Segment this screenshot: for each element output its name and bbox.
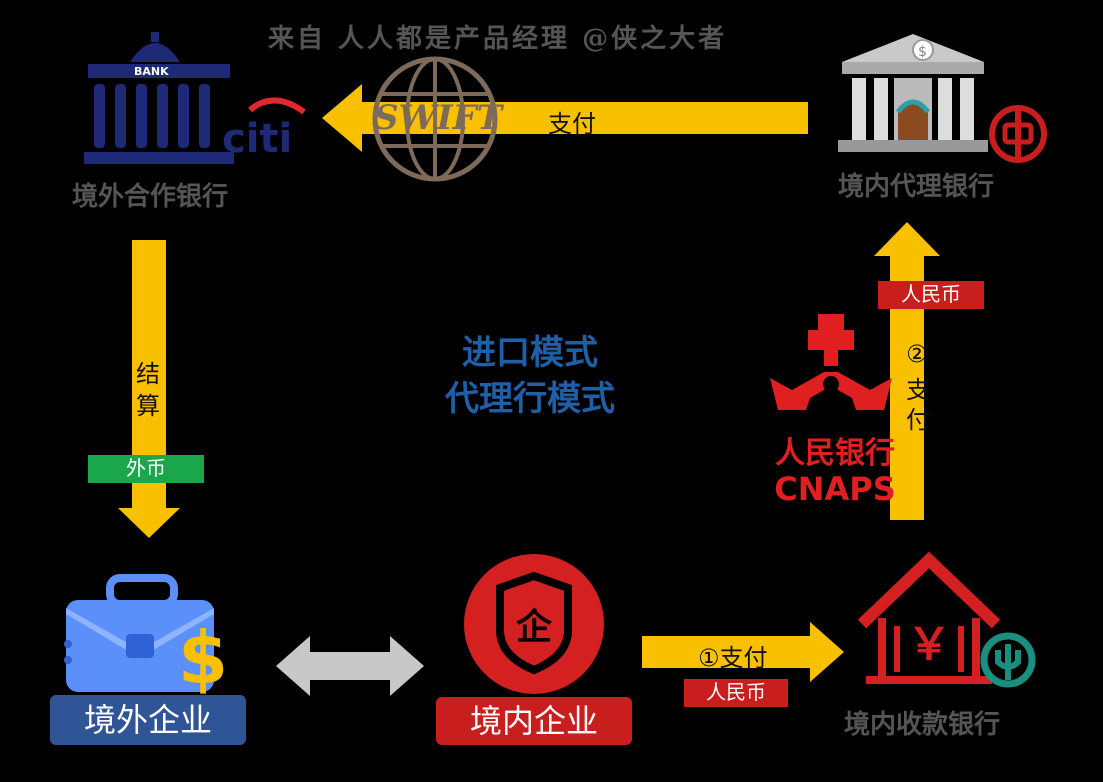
tag-foreign-currency: 外币 bbox=[88, 455, 204, 483]
arrow-right-num: ② bbox=[906, 340, 928, 368]
tag-rmb-bottom: 人民币 bbox=[684, 679, 788, 707]
tag-rmb-right: 人民币 bbox=[878, 281, 984, 309]
arrow-bottom bbox=[642, 622, 844, 682]
domestic-company-icon bbox=[462, 552, 606, 696]
arrow-left-label-2: 算 bbox=[136, 392, 160, 420]
diagram-title-line1: 进口模式 bbox=[462, 333, 598, 373]
domestic-agent-bank-label: 境内代理银行 bbox=[838, 172, 995, 202]
arrow-bottom-label: ①支付 bbox=[698, 644, 768, 672]
arrow-top bbox=[322, 84, 812, 152]
briefcase-icon bbox=[60, 574, 240, 698]
pboc-label: 人民银行 bbox=[775, 436, 895, 471]
pboc-logo-icon bbox=[766, 314, 896, 424]
domestic-company-label: 境内企业 bbox=[436, 697, 632, 745]
watermark-text: 来自 人人都是产品经理 @侠之大者 bbox=[268, 24, 728, 54]
dollar-icon: $ bbox=[178, 616, 229, 700]
bidirectional-arrow bbox=[276, 636, 424, 696]
arrow-right-label-1: 支 bbox=[906, 376, 930, 404]
domestic-receiving-bank-icon bbox=[854, 551, 1004, 692]
svg-text:BANK: BANK bbox=[134, 65, 169, 78]
diagram-title-line2: 代理行模式 bbox=[445, 379, 615, 419]
bank-of-china-logo bbox=[988, 104, 1048, 164]
overseas-bank-label: 境外合作银行 bbox=[72, 182, 229, 212]
swift-globe-icon bbox=[368, 54, 502, 184]
domestic-receiving-bank-label: 境内收款银行 bbox=[844, 710, 1001, 740]
overseas-company-label: 境外企业 bbox=[50, 695, 246, 745]
svg-text:$: $ bbox=[918, 44, 927, 60]
arrow-left-label-1: 结 bbox=[136, 360, 160, 388]
cnaps-label: CNAPS bbox=[774, 470, 896, 508]
svg-text:citi: citi bbox=[222, 116, 292, 156]
company-glyph-icon: 企 bbox=[515, 607, 552, 648]
domestic-agent-bank-icon: $ bbox=[838, 30, 988, 154]
yuan-icon: ￥ bbox=[907, 619, 951, 670]
abc-bank-logo bbox=[980, 632, 1036, 688]
swift-text: SWIFT bbox=[374, 98, 503, 138]
overseas-bank-icon: BANK bbox=[80, 28, 320, 168]
arrow-top-label: 支付 bbox=[548, 110, 596, 138]
arrow-right-label-2: 付 bbox=[906, 406, 930, 434]
citi-logo: citi bbox=[222, 96, 312, 162]
